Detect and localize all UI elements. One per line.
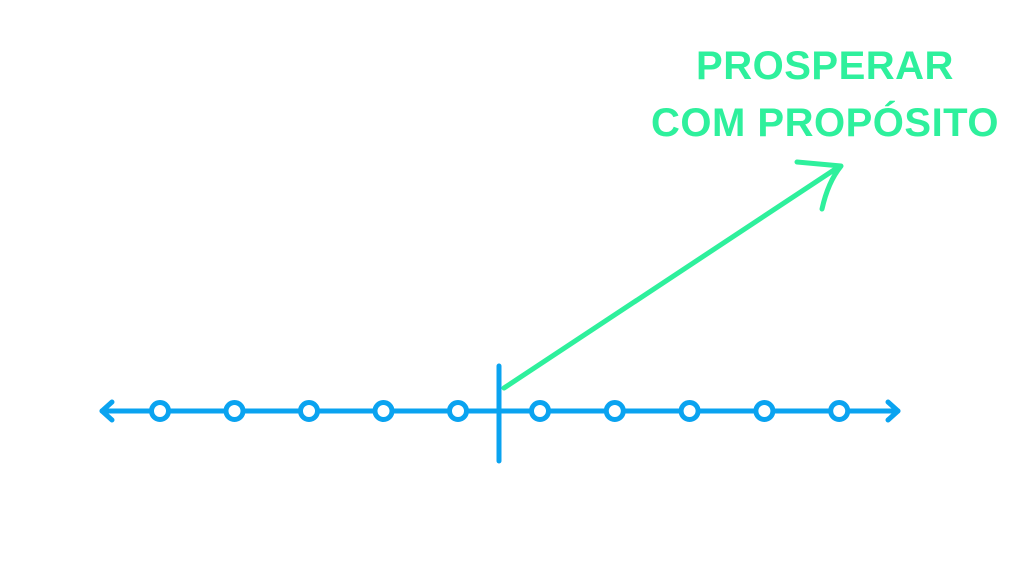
timeline-point [828,400,851,422]
timeline-point [223,400,246,422]
timeline-point [603,400,626,422]
timeline-point [678,400,701,422]
timeline-point [753,400,776,422]
left-arrowhead-icon [99,399,115,423]
heading-line-2: COM PROPÓSITO [650,101,1000,145]
timeline-point [149,400,171,422]
timeline-point [372,400,395,422]
timeline-point [298,400,320,422]
timeline-point [529,400,551,422]
heading-line-1: PROSPERAR [696,44,954,88]
growth-arrowhead-icon [794,159,844,212]
growth-arrow-line [501,163,843,391]
timeline-point [447,400,469,422]
right-arrowhead-icon [885,399,901,423]
